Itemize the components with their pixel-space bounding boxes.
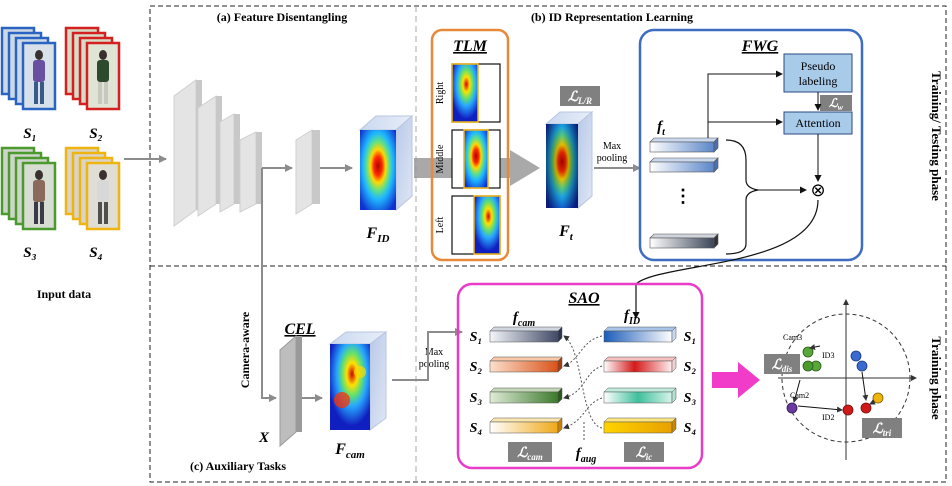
sao-title: SAO: [568, 290, 600, 307]
cam2-label: Cam2: [790, 391, 809, 400]
pseudo-label-line-1: Pseudo: [801, 59, 836, 73]
sao-right-s2: S₂: [684, 360, 697, 375]
input-stack-s3: [0, 146, 57, 231]
outer-dashed-frame: [149, 5, 947, 483]
max-pool-arrow-bottom: [392, 328, 463, 381]
max-pooling-bottom-2: pooling: [419, 359, 450, 370]
fwg-title: FWG: [741, 38, 779, 55]
to-pseudo-arrow: [707, 70, 783, 138]
input-s1-label: S₁: [23, 126, 37, 142]
sao-left-s3: S₃: [470, 391, 483, 406]
pseudo-label-line-2: labeling: [799, 74, 838, 88]
loss-lr-badge: [560, 86, 600, 106]
pseudo-labeling-box: [783, 53, 853, 93]
tlm-right-part: [451, 63, 501, 123]
train-test-phase-label: Training/ Testing phase: [929, 71, 944, 201]
camera-branch-arrow: [261, 168, 277, 402]
loss-dis-label: ℒdis: [772, 358, 793, 374]
backbone-network: [173, 79, 262, 227]
id2-label: ID2: [822, 413, 834, 422]
f-id-label: FID: [366, 225, 390, 245]
cam-bar-s4: [489, 417, 563, 434]
attention-label: Attention: [795, 116, 840, 130]
f-t-feature-map: [544, 110, 594, 210]
id3-label: ID3: [822, 351, 834, 360]
loss-ic-label: ℒic: [636, 446, 653, 462]
vertical-ellipsis: ⋮: [674, 186, 692, 206]
sao-module: [456, 282, 704, 470]
loss-ic-badge: [624, 442, 664, 462]
input-s2-label: S₂: [89, 126, 103, 142]
tlm-left-label: Left: [435, 216, 446, 233]
fwg-module: [638, 28, 864, 262]
sao-right-s4: S₄: [684, 421, 697, 436]
sao-left-s2: S₂: [470, 360, 483, 375]
input-stack-s4: [64, 146, 121, 231]
sao-left-s1: S₁: [470, 330, 483, 345]
input-s3-label: S₃: [23, 245, 37, 261]
max-pooling-bottom-1: Max: [425, 347, 443, 358]
section-a-title: (a) Feature Disentangling: [217, 10, 347, 24]
f-t-label: Ft: [558, 223, 574, 243]
section-c-title: (c) Auxiliary Tasks: [190, 459, 286, 473]
tlm-left-part: [451, 195, 501, 255]
max-pooling-top-1: Max: [603, 141, 621, 152]
sao-right-s3: S₃: [684, 391, 697, 406]
tlm-middle-part: [451, 129, 501, 189]
input-data-label: Input data: [37, 287, 91, 301]
cam-bar-s1: [489, 326, 563, 343]
f-cam-feature-map: [328, 331, 388, 431]
embedding-space: [778, 299, 917, 460]
cam-bar-s3: [489, 387, 563, 404]
tlm-right-label: Right: [435, 82, 446, 104]
input-stack-s2: [64, 26, 121, 111]
camera-aware-label: Camera-aware: [238, 311, 252, 388]
brace: [725, 139, 759, 255]
cel-layer: [279, 334, 302, 448]
cam-bar-s2: [489, 356, 563, 373]
input-s4-label: S₄: [89, 245, 103, 261]
sao-f-id-label: fID: [624, 308, 640, 327]
x-label: X: [258, 430, 270, 446]
tlm-middle-label: Middle: [435, 144, 446, 173]
cam3-label: Cam3: [783, 333, 802, 342]
train-phase-label: Training phase: [929, 336, 944, 419]
id-bar-s1: [603, 326, 677, 343]
f-t-small-label: ft: [657, 119, 666, 138]
otimes-symbol: ⊗: [810, 180, 825, 200]
f-t-vector-n: [649, 233, 719, 249]
loss-w-badge: [820, 95, 852, 111]
loss-lr-label: ℒL/R: [568, 90, 592, 106]
loss-cam-label: ℒcam: [517, 446, 543, 462]
f-t-vector-2: [649, 157, 719, 173]
input-stack-s1: [0, 26, 57, 111]
id-branch-layer: [295, 129, 320, 215]
sao-left-s4: S₄: [470, 421, 483, 436]
f-t-vector-1: [649, 137, 719, 153]
section-b-title: (b) ID Representation Learning: [531, 10, 693, 24]
id-bar-s3: [603, 387, 677, 404]
f-cam-label: Fcam: [334, 441, 365, 461]
cel-title: CEL: [284, 321, 315, 338]
sao-output-arrow: [712, 362, 760, 398]
loss-w-label: ℒw: [829, 96, 844, 112]
loss-dis-badge: [764, 354, 800, 374]
loss-tri-badge: [862, 418, 902, 438]
f-aug-label: faug: [576, 446, 597, 465]
loss-tri-label: ℒtri: [873, 422, 892, 438]
tlm-title: TLM: [453, 38, 488, 55]
loss-cam-badge: [508, 442, 552, 462]
augmentation-links: [563, 335, 603, 440]
id-bar-s4: [603, 417, 677, 434]
tlm-module: [430, 28, 510, 262]
sao-right-s1: S₁: [684, 330, 697, 345]
fwg-to-sao-arrow: [632, 199, 819, 319]
sao-f-cam-label: fcam: [513, 310, 535, 329]
f-id-feature-map: [358, 114, 414, 212]
max-pooling-top-2: pooling: [597, 153, 628, 164]
id-bar-s2: [603, 356, 677, 373]
